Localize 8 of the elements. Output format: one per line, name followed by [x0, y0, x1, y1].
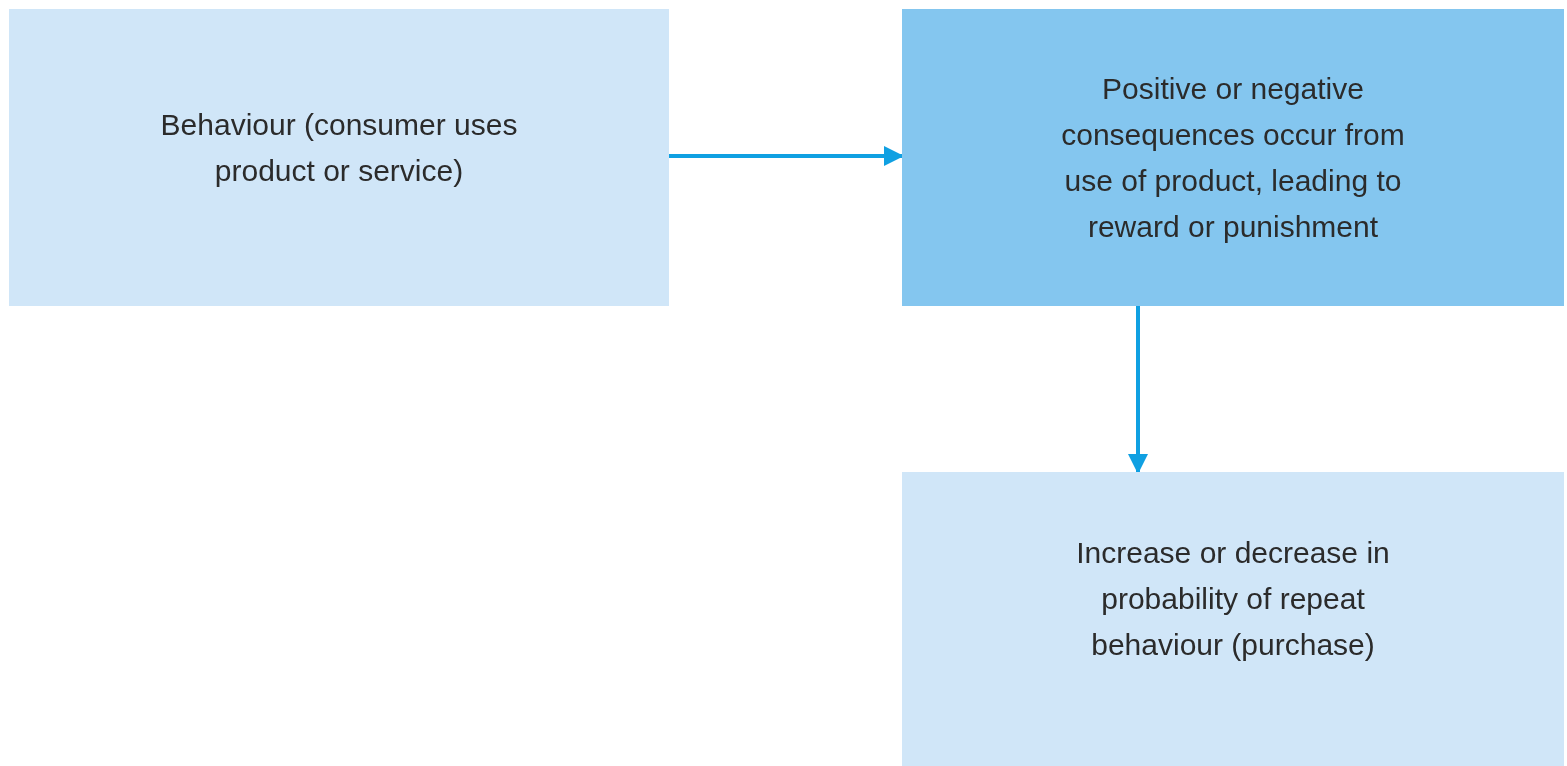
box-text: Positive or negative consequences occur from use of product, leading to reward or punishment [1060, 70, 1406, 245]
process-box [902, 9, 1564, 306]
arrow [1128, 306, 1148, 474]
box-text: Behaviour (consumer uses product or service) [159, 106, 519, 189]
process-box [902, 472, 1564, 766]
process-box [9, 9, 669, 306]
arrow [669, 146, 904, 166]
box-text: Increase or decrease in probability of repeat behaviour (purchase) [1075, 535, 1391, 663]
